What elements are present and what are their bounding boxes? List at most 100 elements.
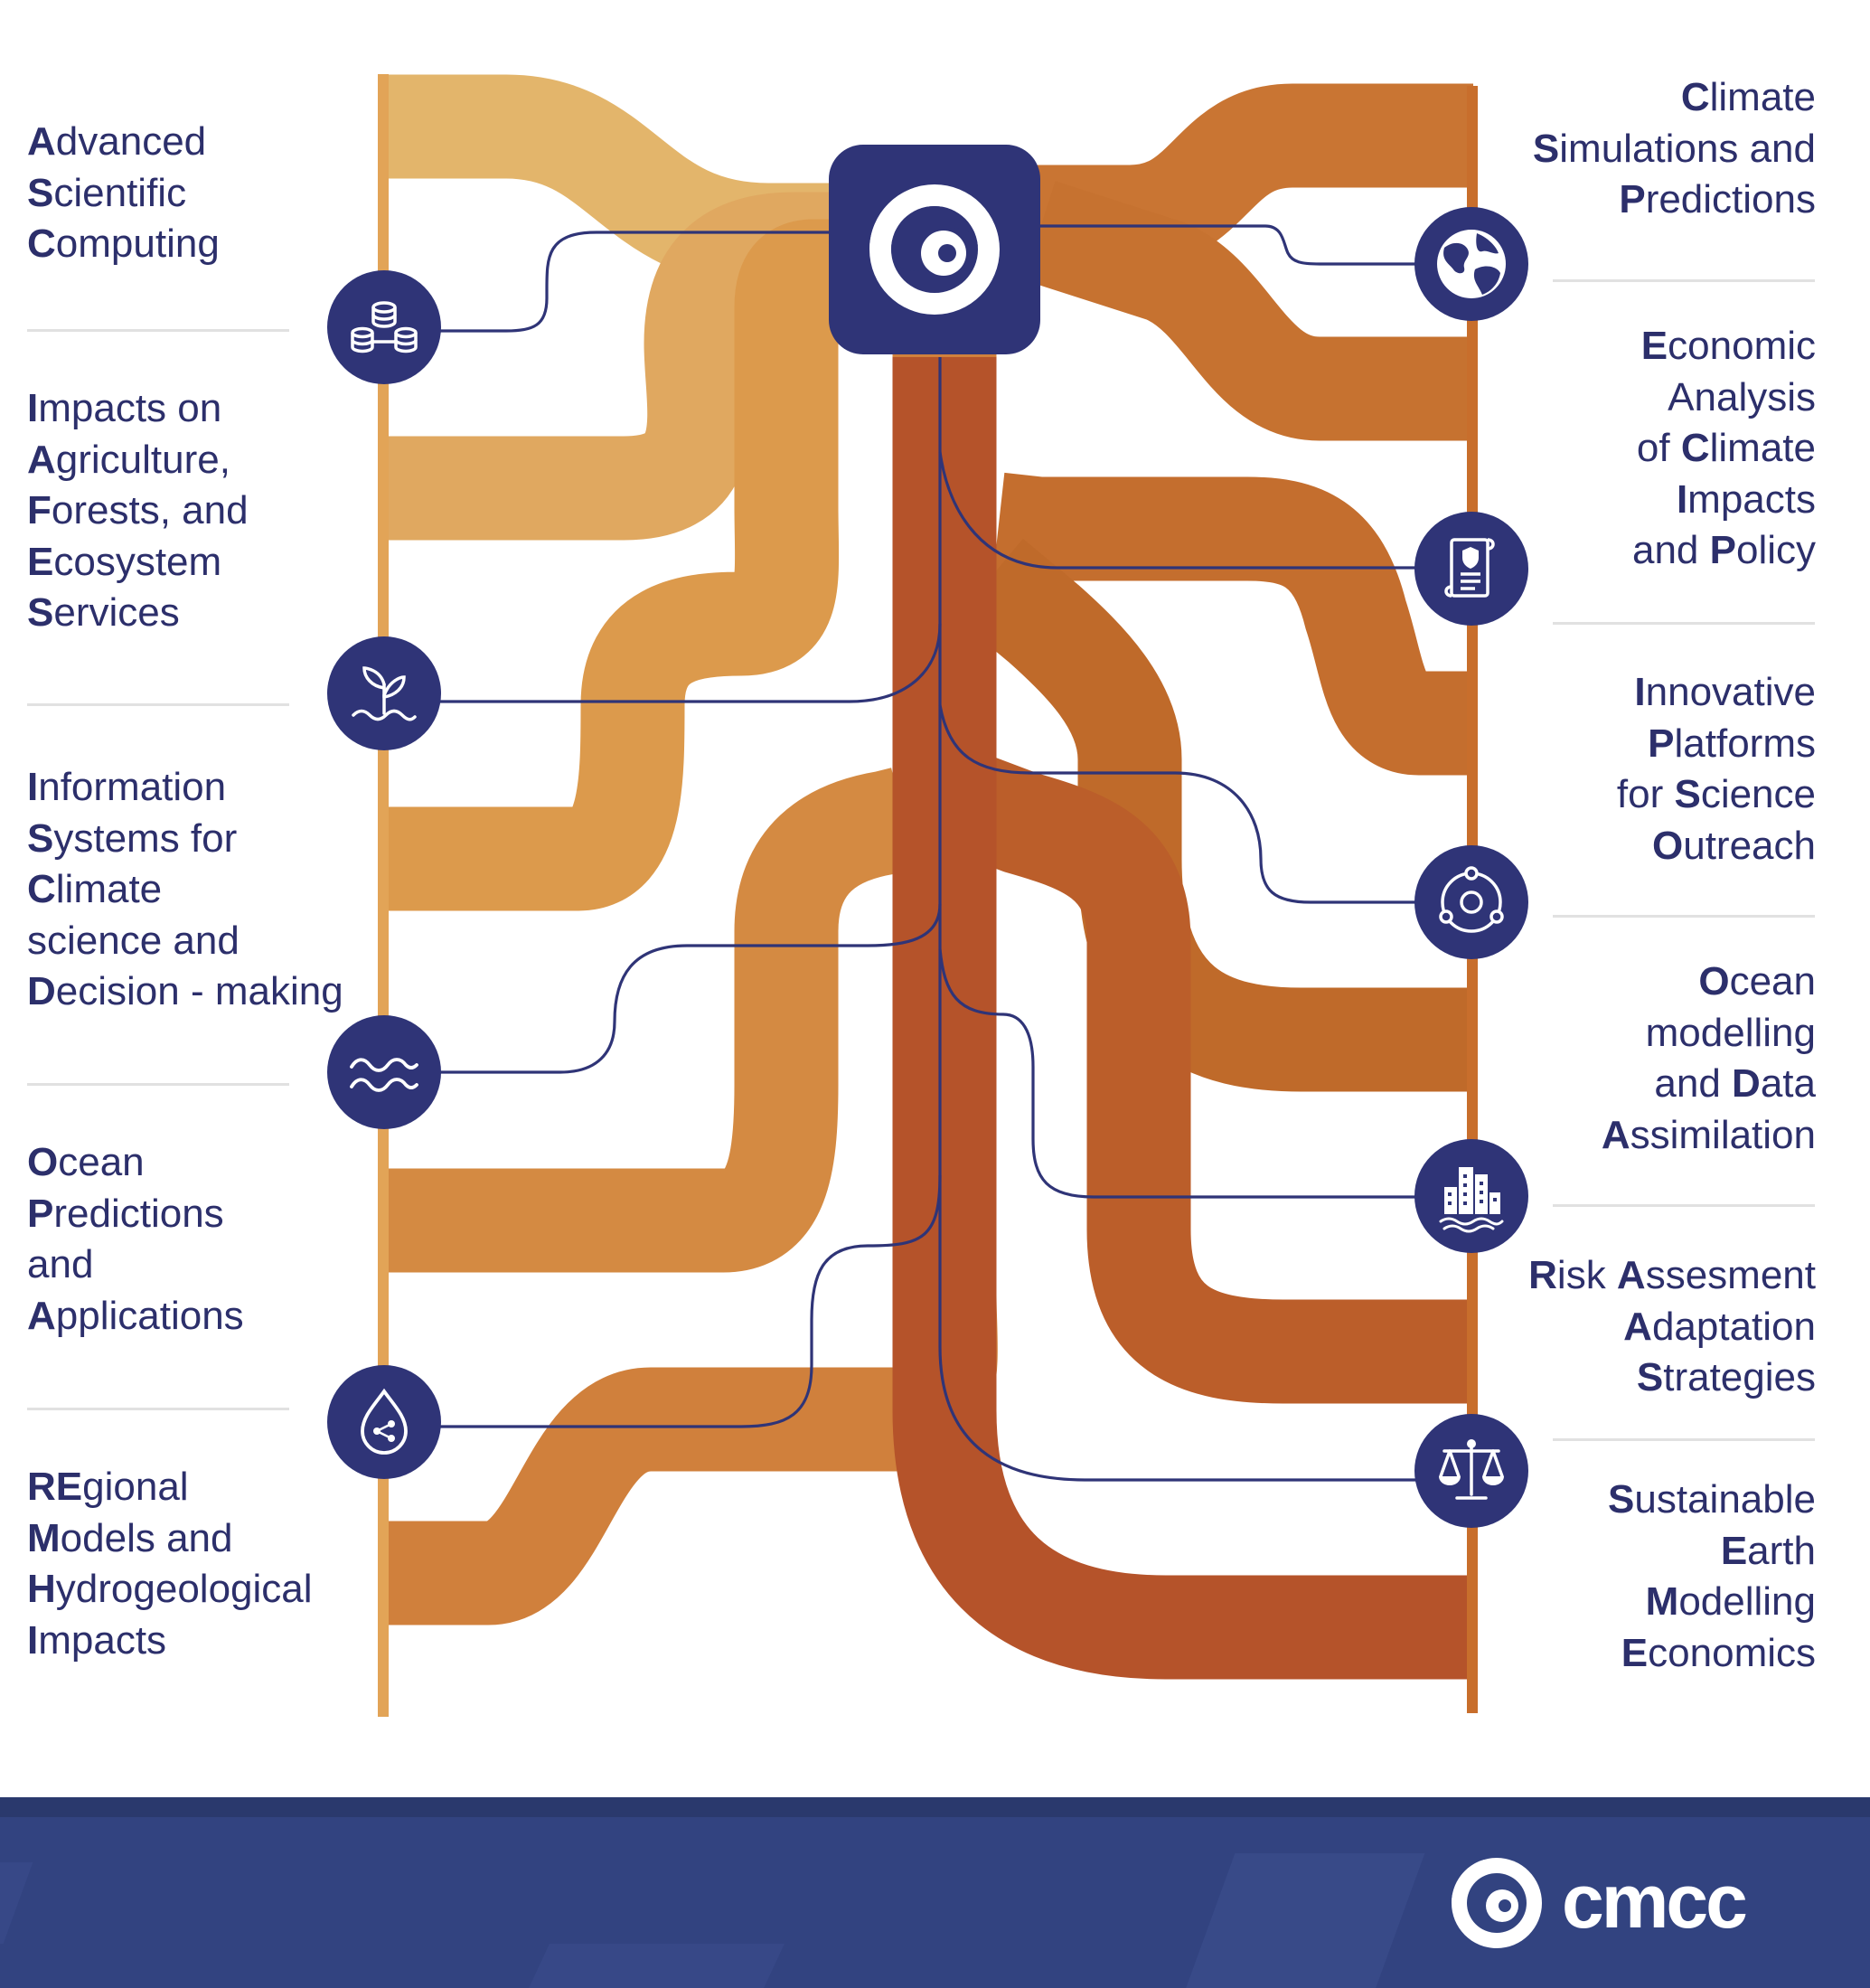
divider xyxy=(1553,915,1815,918)
cmcc-central-logo xyxy=(829,145,1040,354)
division-label-text: mpacts xyxy=(38,1617,167,1663)
division-label-text: cean xyxy=(58,1140,145,1184)
division-label-text: isk xyxy=(1556,1253,1617,1297)
division-label-line: Computing xyxy=(27,219,220,270)
division-label-text: ystems for xyxy=(53,815,238,861)
division-label-text: ata xyxy=(1760,1061,1816,1106)
division-label-line: Predictions xyxy=(1533,174,1816,226)
division-label-initial: S xyxy=(1636,1355,1664,1399)
division-label-line: Modelling xyxy=(1608,1577,1816,1628)
division-label-line: Impacts xyxy=(1632,475,1816,526)
divider xyxy=(1553,279,1815,282)
division-label-line: Impacts xyxy=(27,1616,313,1667)
division-label-initial: E xyxy=(1720,1528,1748,1573)
left-rail xyxy=(378,74,389,1717)
division-label-initial: A xyxy=(27,1293,56,1338)
division-label-text: ustainable xyxy=(1634,1477,1816,1522)
division-label-text: cean xyxy=(1729,959,1816,1003)
division-label-line: of Climate xyxy=(1632,423,1816,475)
division-label-line: Scientific xyxy=(27,168,220,220)
water-drop-share-icon xyxy=(327,1365,441,1479)
footer-top-bar xyxy=(0,1797,1870,1817)
division-label-line: Decision - making xyxy=(27,966,343,1018)
division-label-text: and xyxy=(27,1242,94,1286)
division-label-initial: S xyxy=(27,815,54,861)
division-label-initial: E xyxy=(1621,1630,1649,1675)
division-label-text: odelling xyxy=(1678,1579,1816,1624)
division-label-initial: S xyxy=(27,170,54,215)
division-label-line: Climate xyxy=(1533,72,1816,124)
division-label-text: pplications xyxy=(55,1293,244,1338)
division-label-line: Hydrogeological xyxy=(27,1564,313,1616)
waves-icon xyxy=(327,1015,441,1129)
division-label-text: ecision - making xyxy=(55,969,343,1013)
division-label-initial: A xyxy=(1623,1304,1652,1349)
division-label-text: and xyxy=(1631,528,1710,572)
footer-shape xyxy=(499,1944,785,1988)
division-label-text: conomic xyxy=(1668,324,1816,368)
division-label-initial: A xyxy=(1601,1112,1630,1157)
division-label-text: ydrogeological xyxy=(55,1567,313,1611)
division-label-initial: C xyxy=(1680,426,1710,470)
division-label-initial: P xyxy=(1709,528,1736,572)
division-flow-diagram xyxy=(327,74,1528,1717)
division-label-text: ssesment xyxy=(1645,1253,1816,1297)
division-label-line: Platforms xyxy=(1617,719,1816,770)
division-label-line: Economics xyxy=(1608,1628,1816,1680)
division-label-text: odels and xyxy=(60,1515,233,1560)
division-label-line: Information xyxy=(27,762,343,814)
division-label-initial: RE xyxy=(27,1465,83,1509)
flow-ribbon-platforms xyxy=(987,472,1473,776)
division-label-initial: I xyxy=(1676,476,1688,522)
division-label-line: Forests, and xyxy=(27,485,249,537)
division-label-text: dvanced xyxy=(55,119,207,164)
divider xyxy=(1553,1438,1815,1441)
balance-scale-icon xyxy=(1414,1414,1528,1528)
division-label-text: conomics xyxy=(1648,1630,1816,1675)
division-label-initial: O xyxy=(27,1140,59,1184)
division-label-initial: C xyxy=(1680,75,1710,119)
connector-line xyxy=(416,231,841,333)
division-label-line: modelling xyxy=(1602,1008,1816,1060)
division-label-line: Analysis xyxy=(1632,372,1816,424)
division-label-text: of xyxy=(1636,426,1681,470)
division-label-line: and Policy xyxy=(1632,525,1816,577)
flow-ribbon-information xyxy=(380,219,866,911)
division-label-initial: S xyxy=(1608,1477,1635,1522)
division-label-line: Strategies xyxy=(1528,1352,1816,1404)
division-label-initial: C xyxy=(27,867,56,911)
cmcc-swirl-icon xyxy=(1452,1858,1542,1948)
division-label-text: limate xyxy=(55,867,163,911)
coastal-city-icon xyxy=(1414,1139,1528,1253)
connector-line xyxy=(434,904,942,1428)
division-label-line: Assimilation xyxy=(1602,1110,1816,1162)
division-label-line: Advanced xyxy=(27,117,220,168)
division-label-text: olicy xyxy=(1735,528,1816,572)
division-label-text: Analysis xyxy=(1668,374,1816,419)
globe-icon xyxy=(1414,207,1528,321)
division-label-line: Earth xyxy=(1608,1526,1816,1578)
division-label-text: ssimilation xyxy=(1630,1112,1816,1157)
division-label-line: science and xyxy=(27,916,343,967)
footer xyxy=(0,1799,1870,1988)
division-label-text: utreach xyxy=(1683,823,1816,868)
division-label-line: and Data xyxy=(1602,1059,1816,1110)
division-label-initial: O xyxy=(1698,959,1730,1003)
division-label-text: limate xyxy=(1709,426,1816,470)
division-label-line: for Science xyxy=(1617,769,1816,821)
connector-line xyxy=(938,704,1424,904)
division-label-initial: A xyxy=(27,437,56,482)
division-label-text: ervices xyxy=(53,590,180,635)
division-label-line: Impacts on xyxy=(27,383,249,435)
division-label-text: daptation xyxy=(1651,1304,1816,1349)
division-label-text: modelling xyxy=(1645,1010,1816,1055)
division-label-line: Innovative xyxy=(1617,667,1816,719)
division-label-line: Sustainable xyxy=(1608,1475,1816,1526)
division-label-initial: H xyxy=(27,1567,56,1611)
division-label-initial: E xyxy=(27,539,54,584)
